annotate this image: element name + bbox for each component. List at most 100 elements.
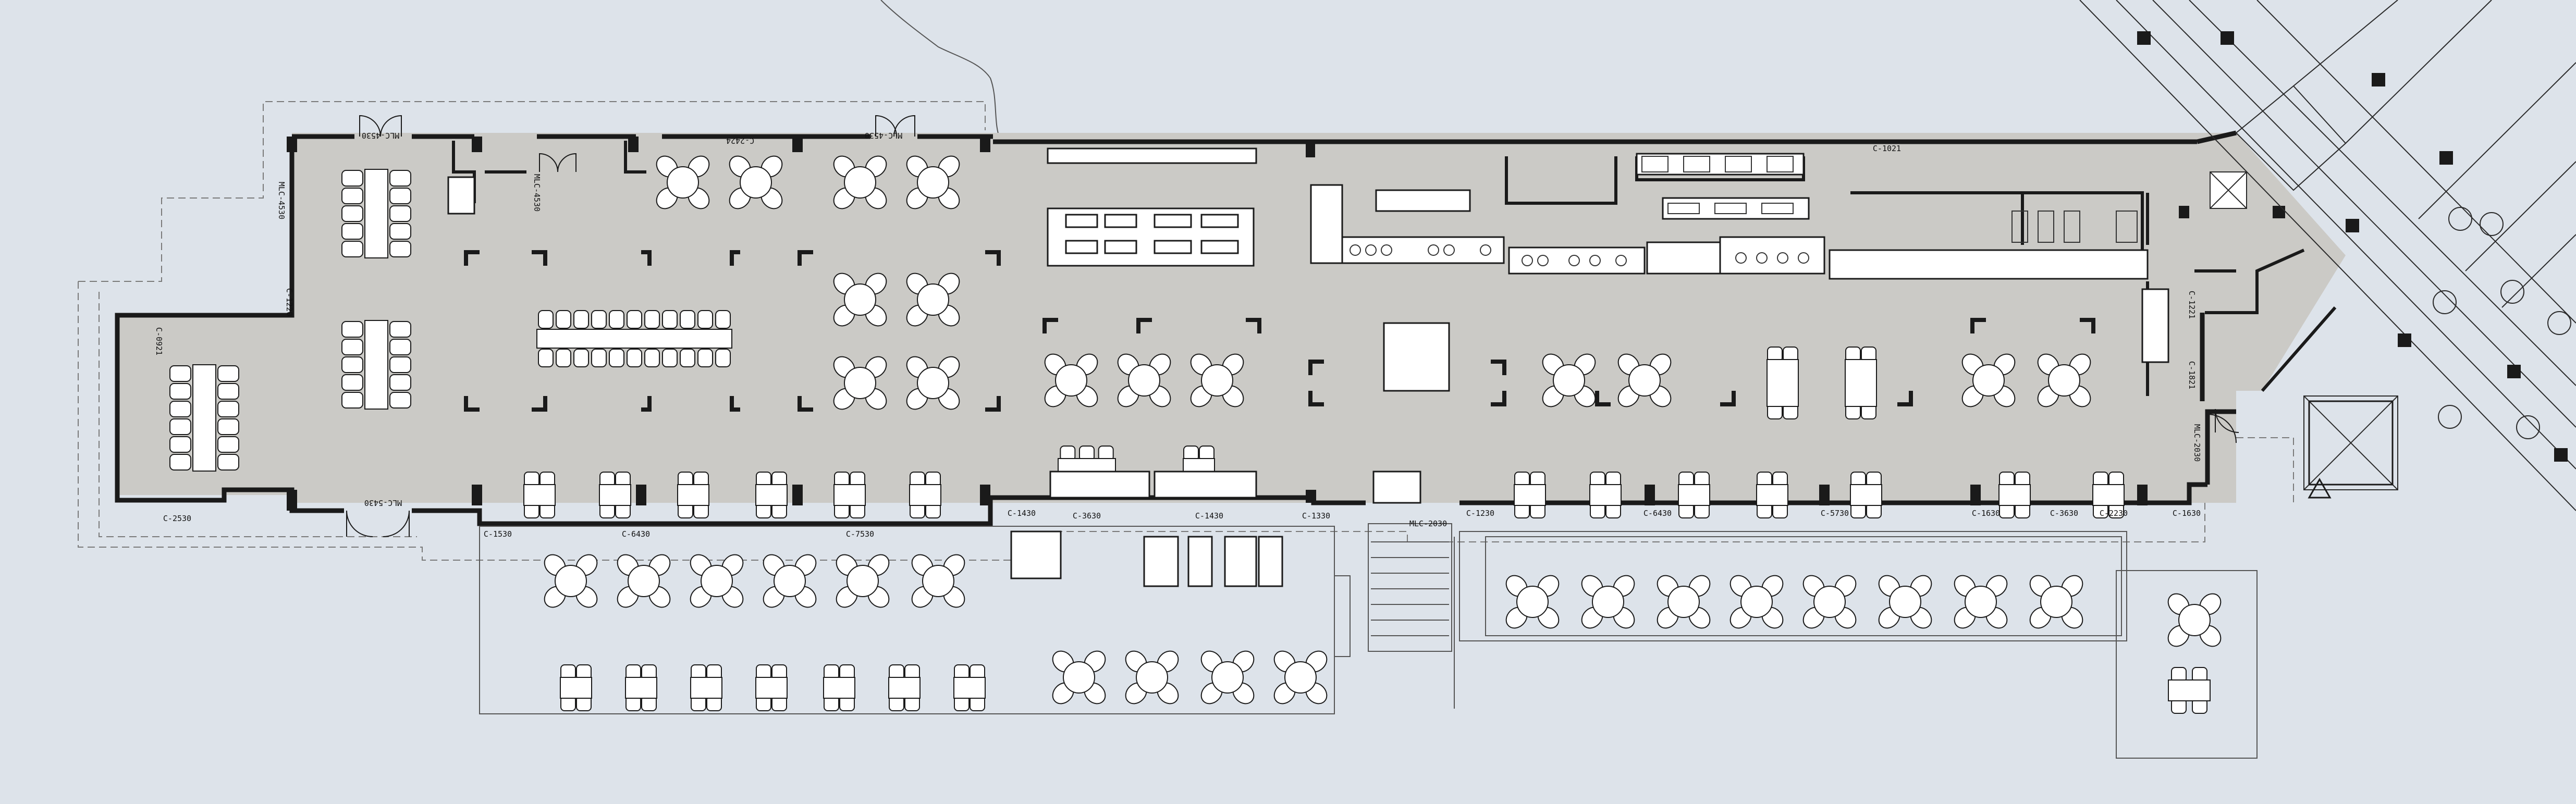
round-table bbox=[833, 356, 887, 410]
chair bbox=[341, 241, 363, 257]
door-tag: MLC-4530 bbox=[362, 131, 399, 140]
chair bbox=[697, 349, 713, 367]
table-top bbox=[755, 484, 788, 506]
adjacent-building bbox=[2079, 0, 2576, 511]
door-swing-icon bbox=[383, 510, 410, 537]
rect-table bbox=[690, 664, 722, 711]
terrace-outlines bbox=[479, 526, 2258, 759]
table-top bbox=[1284, 661, 1317, 694]
round-table bbox=[906, 155, 960, 209]
door-tag: C-2424 bbox=[726, 136, 754, 145]
chair bbox=[556, 349, 571, 367]
table-top bbox=[1998, 484, 2031, 506]
topography-line bbox=[880, 0, 1001, 141]
table-top bbox=[523, 484, 556, 506]
chair bbox=[341, 392, 363, 409]
table-top bbox=[1740, 586, 1773, 618]
round-table bbox=[2029, 575, 2083, 629]
table-top bbox=[1516, 586, 1549, 618]
chair bbox=[169, 383, 191, 400]
chair bbox=[341, 188, 363, 204]
table-top bbox=[888, 677, 921, 699]
door-swing-icon bbox=[380, 115, 402, 137]
rect-table bbox=[341, 320, 411, 410]
table-top bbox=[1553, 364, 1585, 397]
door-swing-icon bbox=[875, 115, 897, 137]
round-table bbox=[833, 155, 887, 209]
door-swing-icon bbox=[346, 115, 2239, 537]
table-top bbox=[1845, 359, 1877, 407]
kitchen-equipment bbox=[1350, 156, 2138, 266]
round-table bbox=[729, 155, 783, 209]
chair bbox=[389, 356, 411, 373]
chair bbox=[389, 188, 411, 204]
door-tag: C-1630 bbox=[1972, 509, 2000, 518]
chair bbox=[627, 349, 642, 367]
door-window-tags: MLC-4530C-2424MLC-4530MLC-4530MLC-4530C-… bbox=[154, 131, 2202, 539]
north-arrow-icon bbox=[2308, 477, 2332, 499]
door-tag: MLC-2030 bbox=[1409, 519, 1447, 528]
chair bbox=[591, 310, 607, 329]
round-table bbox=[1617, 353, 1672, 407]
chair bbox=[609, 310, 624, 329]
table-top bbox=[1628, 364, 1661, 397]
chair bbox=[341, 356, 363, 373]
chair bbox=[169, 454, 191, 471]
chair bbox=[341, 321, 363, 338]
chair bbox=[627, 310, 642, 329]
table-top bbox=[909, 484, 941, 506]
door-tag: C-0921 bbox=[154, 327, 164, 355]
rect-table bbox=[341, 169, 411, 258]
door-swing-icon bbox=[557, 153, 576, 172]
table-top bbox=[677, 484, 709, 506]
door-swing-icon bbox=[2207, 413, 2237, 443]
door-tag: C-6430 bbox=[622, 529, 650, 539]
table-top bbox=[922, 565, 954, 597]
table-top bbox=[701, 565, 733, 597]
banquet-table bbox=[536, 310, 732, 367]
round-table bbox=[833, 273, 887, 327]
table-top bbox=[844, 166, 876, 199]
round-table bbox=[906, 356, 960, 410]
door-tag: C-7530 bbox=[846, 529, 874, 539]
rect-table bbox=[1767, 347, 1799, 419]
table-top bbox=[1667, 586, 1700, 618]
chair bbox=[680, 310, 695, 329]
table-top bbox=[1211, 661, 1244, 694]
table-top bbox=[2040, 586, 2072, 618]
chair bbox=[389, 223, 411, 240]
door-tag: C-1430 bbox=[1008, 509, 1036, 518]
round-table bbox=[1961, 353, 2016, 407]
table-top bbox=[192, 364, 216, 472]
chair bbox=[644, 349, 660, 367]
door-tag: C-2530 bbox=[163, 514, 191, 523]
table-top bbox=[1514, 484, 1546, 506]
table-top bbox=[1589, 484, 1622, 506]
chair bbox=[662, 310, 678, 329]
rect-table bbox=[625, 664, 657, 711]
chair bbox=[217, 418, 239, 435]
chair bbox=[169, 365, 191, 382]
rect-table bbox=[599, 472, 631, 518]
table-top bbox=[755, 677, 788, 699]
chair bbox=[389, 241, 411, 257]
door-swing-icon bbox=[359, 115, 381, 137]
chair bbox=[389, 374, 411, 391]
chair bbox=[389, 205, 411, 222]
building-floor bbox=[117, 133, 2346, 503]
table-top bbox=[823, 677, 855, 699]
rect-table bbox=[833, 472, 866, 518]
door-tag: C-1630 bbox=[2173, 509, 2201, 518]
table-top bbox=[560, 677, 592, 699]
rect-table bbox=[1756, 472, 1788, 518]
table-top bbox=[364, 320, 388, 410]
chair bbox=[538, 310, 554, 329]
round-table bbox=[2167, 593, 2222, 647]
table-top bbox=[2092, 484, 2125, 506]
chair bbox=[341, 339, 363, 355]
rect-table bbox=[2168, 667, 2211, 714]
table-top bbox=[1850, 484, 1882, 506]
door-swing-icon bbox=[346, 510, 373, 537]
round-table bbox=[1802, 575, 1857, 629]
